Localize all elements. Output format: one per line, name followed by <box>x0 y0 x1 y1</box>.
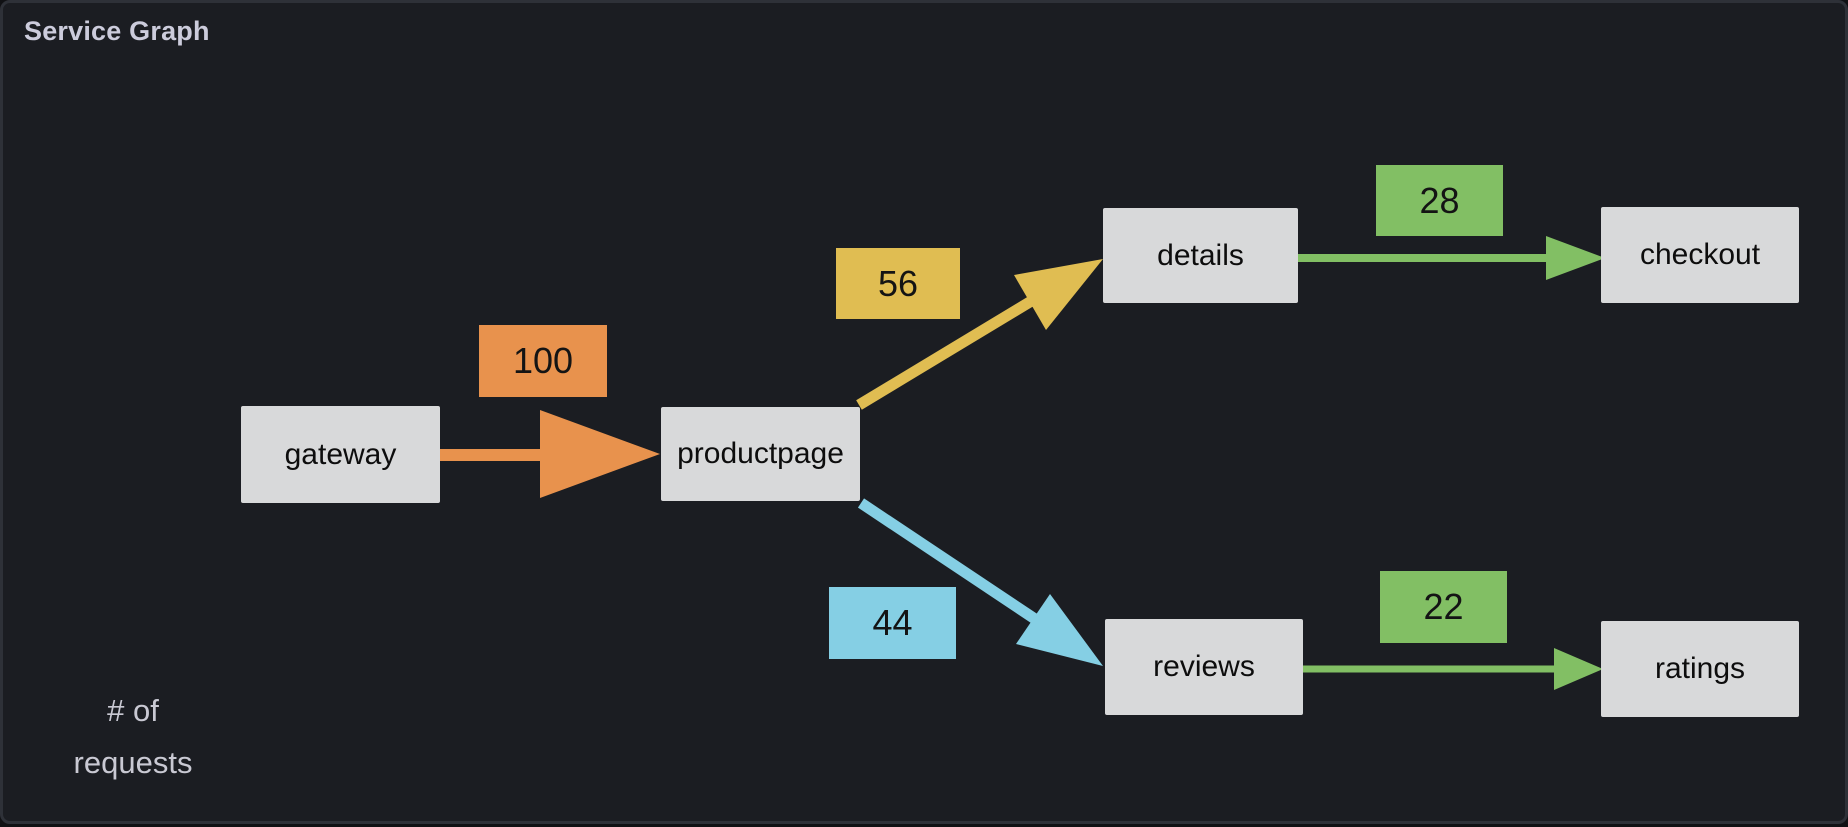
service-graph-canvas <box>440 236 1605 690</box>
edge-productpage-reviews-arrowhead-icon <box>1016 594 1103 666</box>
node-details[interactable]: details <box>1103 208 1298 303</box>
edge-productpage-details-line <box>856 292 1041 410</box>
edge-reviews-ratings-arrowhead-icon <box>1554 648 1603 690</box>
edge-value-gateway-productpage: 100 <box>479 325 607 397</box>
edge-value-productpage-reviews: 44 <box>829 587 956 659</box>
edge-details-checkout-arrowhead-icon <box>1546 236 1605 280</box>
metric-note-line1: # of <box>107 693 159 728</box>
metric-note-line2: requests <box>73 745 193 780</box>
node-reviews[interactable]: reviews <box>1105 619 1303 715</box>
node-productpage[interactable]: productpage <box>661 407 860 501</box>
node-gateway[interactable]: gateway <box>241 406 440 503</box>
edge-productpage-reviews-line <box>857 498 1045 628</box>
edge-productpage-details-arrowhead-icon <box>1014 259 1103 330</box>
edge-gateway-productpage-arrowhead-icon <box>540 410 660 498</box>
node-checkout[interactable]: checkout <box>1601 207 1799 303</box>
panel-title[interactable]: Service Graph <box>24 16 210 46</box>
node-ratings[interactable]: ratings <box>1601 621 1799 717</box>
edge-value-productpage-details: 56 <box>836 248 960 319</box>
edge-value-details-checkout: 28 <box>1376 165 1503 236</box>
edge-value-reviews-ratings: 22 <box>1380 571 1507 643</box>
metric-note: # of requests <box>33 685 233 789</box>
